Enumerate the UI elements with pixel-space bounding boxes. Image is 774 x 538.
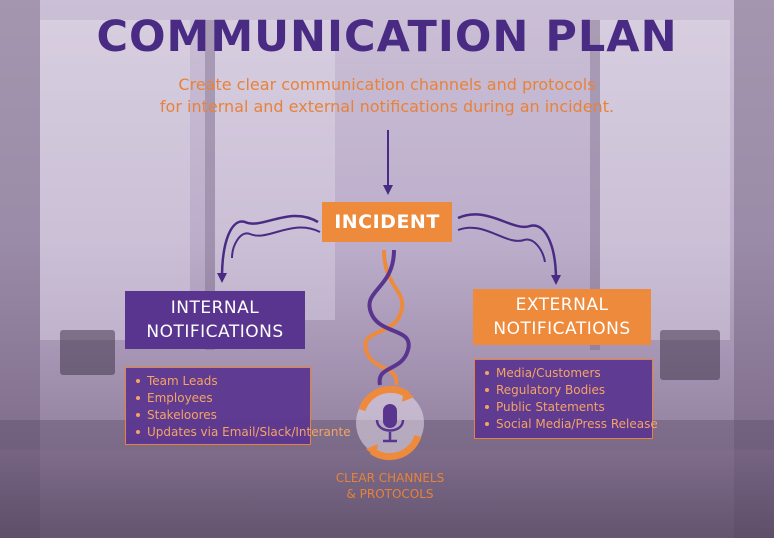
internal-heading-line-1: INTERNAL — [170, 298, 260, 318]
list-item: Stakeloores — [134, 407, 302, 424]
internal-notifications-heading: INTERNAL NOTIFICATIONS — [125, 291, 305, 349]
external-notifications-heading: EXTERNAL NOTIFICATIONS — [473, 289, 651, 345]
external-heading-line-2: NOTIFICATIONS — [493, 319, 631, 339]
list-item: Team Leads — [134, 373, 302, 390]
list-item: Public Statements — [483, 399, 644, 416]
twist-connector-purple — [367, 249, 411, 386]
list-item: Employees — [134, 390, 302, 407]
arrow-to-internal — [217, 214, 319, 283]
list-item: Updates via Email/Slack/Interante — [134, 424, 351, 441]
internal-list-box: Team Leads Employees Stakeloores Updates… — [125, 367, 351, 445]
external-item-label: Social Media/Press Release — [496, 417, 658, 431]
incident-box: INCIDENT — [322, 202, 452, 242]
internal-item-label: Employees — [147, 391, 213, 405]
internal-heading-line-2: NOTIFICATIONS — [146, 322, 284, 342]
subtitle-line-2: for internal and external notifications … — [159, 97, 615, 116]
external-heading-line-1: EXTERNAL — [515, 295, 609, 315]
page-subtitle: Create clear communication channels and … — [0, 74, 774, 118]
list-item: Regulatory Bodies — [483, 382, 644, 399]
external-item-label: Media/Customers — [496, 366, 601, 380]
internal-item-label: Updates via Email/Slack/Interante — [147, 425, 351, 439]
external-item-label: Public Statements — [496, 400, 605, 414]
twist-connector-orange — [363, 249, 405, 386]
list-item: Social Media/Press Release — [483, 416, 658, 433]
page-title: COMMUNICATION PLAN — [96, 12, 678, 62]
microphone-icon — [356, 385, 424, 461]
list-item: Media/Customers — [483, 365, 644, 382]
channels-label: CLEAR CHANNELS & PROTOCOLS — [320, 470, 460, 502]
arrow-to-external — [457, 213, 561, 285]
internal-item-label: Stakeloores — [147, 408, 217, 422]
channels-label-line-1: CLEAR CHANNELS — [335, 471, 445, 485]
external-list-box: Media/Customers Regulatory Bodies Public… — [474, 359, 658, 439]
channels-label-line-2: & PROTOCOLS — [346, 487, 434, 501]
internal-item-label: Team Leads — [147, 374, 218, 388]
subtitle-line-1: Create clear communication channels and … — [178, 75, 596, 94]
external-item-label: Regulatory Bodies — [496, 383, 606, 397]
